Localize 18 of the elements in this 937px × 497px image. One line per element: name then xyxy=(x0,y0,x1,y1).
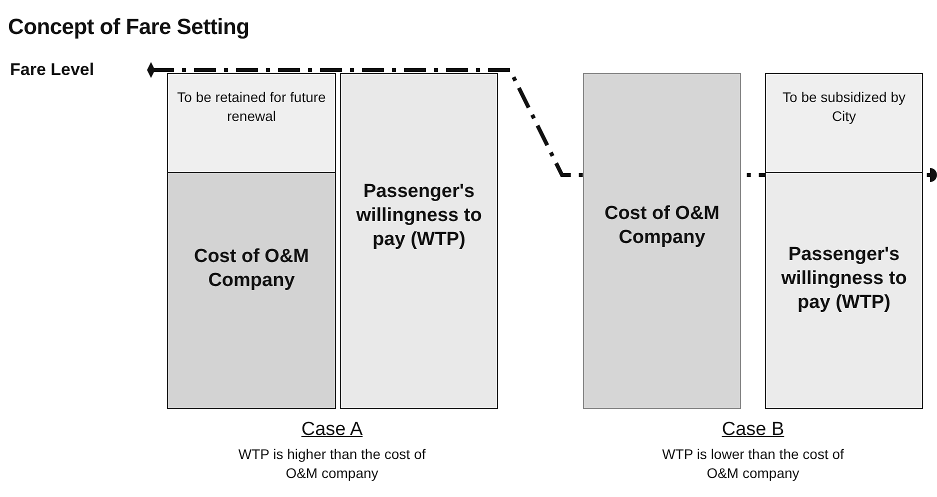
box-text: To be subsidized by City xyxy=(782,88,906,126)
text-box xyxy=(340,73,498,409)
text-box xyxy=(167,172,336,409)
case-description: WTP is lower than the cost of O&M company xyxy=(661,445,845,483)
text-box xyxy=(765,73,923,173)
case-heading: Case B xyxy=(720,419,786,441)
case-heading: Case A xyxy=(300,419,364,441)
text-box xyxy=(583,73,741,409)
box-text: Cost of O&M Company xyxy=(192,245,310,293)
axis-label: Fare Level xyxy=(10,60,96,80)
box-text: Passenger's willingness to pay (WTP) xyxy=(780,243,908,315)
case-description: WTP is higher than the cost of O&M company xyxy=(237,445,427,483)
text-box xyxy=(167,73,336,173)
text-box xyxy=(765,172,923,409)
box-text: Passenger's willingness to pay (WTP) xyxy=(355,180,483,252)
box-text: Cost of O&M Company xyxy=(603,202,721,250)
box-text: To be retained for future renewal xyxy=(176,88,327,126)
diagram-title: Concept of Fare Setting xyxy=(8,14,250,40)
